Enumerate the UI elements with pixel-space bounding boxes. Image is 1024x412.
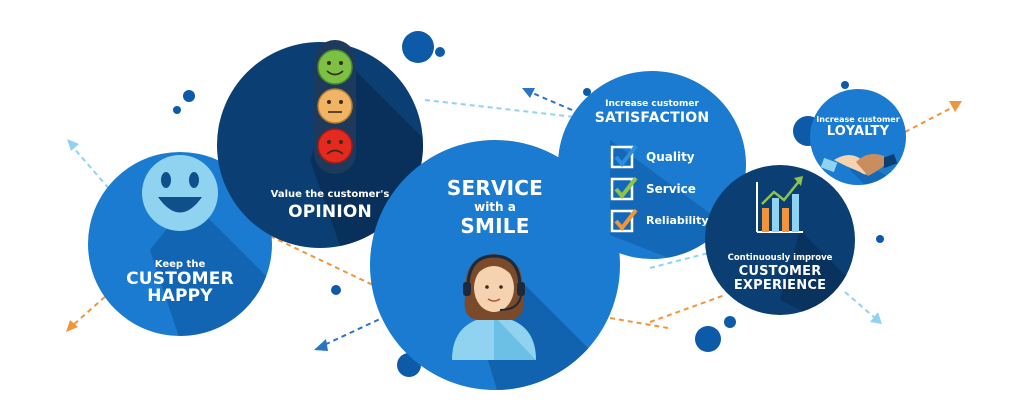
dot xyxy=(841,81,849,89)
arrow-lightblue-right xyxy=(844,291,876,319)
bar-chart-growth-icon xyxy=(756,176,803,233)
checklist-item-service: Service xyxy=(646,182,696,196)
smile-line1: SERVICE xyxy=(446,176,544,200)
checkbox-icon xyxy=(610,144,638,169)
satisfaction-line2: SATISFACTION xyxy=(594,110,710,127)
dot xyxy=(173,106,181,114)
loyalty-line1: Increase customer xyxy=(816,115,900,124)
bubble-shadow xyxy=(150,200,272,336)
dot xyxy=(402,31,434,63)
sad-rating-face-icon xyxy=(317,128,353,164)
smile-line2: with a xyxy=(474,200,516,214)
smiley-face-icon xyxy=(142,155,218,231)
bubble-customer-loyalty xyxy=(810,89,906,185)
arrow-orange-right xyxy=(904,105,956,133)
happy-line3: HAPPY xyxy=(147,286,213,307)
label-customer-happy: Keep the CUSTOMER HAPPY xyxy=(120,259,240,307)
checkbox-icon xyxy=(610,208,638,233)
support-agent-headset-icon xyxy=(452,254,536,360)
handshake-icon xyxy=(820,153,898,176)
arrow-orange-center xyxy=(269,235,376,287)
opinion-line2: OPINION xyxy=(288,201,372,222)
arrow-lightblue-top xyxy=(424,99,576,118)
label-customer-loyalty: Increase customer LOYALTY xyxy=(815,115,901,140)
checklist-item-quality: Quality xyxy=(646,150,695,164)
arrowhead-orange-right xyxy=(949,101,962,112)
happy-line1: Keep the xyxy=(154,259,206,270)
arrow-lightblue-mid xyxy=(649,249,721,269)
arrowhead-orange-left xyxy=(66,320,78,332)
experience-line1: Continuously improve xyxy=(727,253,833,263)
arrow-blue-top xyxy=(529,91,573,111)
label-service-smile: SERVICE with a SMILE xyxy=(430,178,560,237)
arrow-heads xyxy=(66,88,962,351)
happy-line2: CUSTOMER xyxy=(126,268,234,289)
arrowhead-blue-top xyxy=(522,88,535,98)
smile-line3: SMILE xyxy=(460,213,530,238)
satisfaction-line1: Increase customer xyxy=(605,99,699,109)
bubble-customer-experience xyxy=(705,165,855,315)
checklist-icon xyxy=(610,144,638,233)
experience-line3: EXPERIENCE xyxy=(733,277,827,293)
connector-arrows xyxy=(71,91,956,347)
neutral-rating-face-icon xyxy=(317,88,353,124)
arrowhead-lightblue-left xyxy=(67,139,79,151)
dot xyxy=(331,285,341,295)
dot xyxy=(724,316,736,328)
rating-faces-icon xyxy=(314,40,356,174)
arrow-orange-mid xyxy=(649,294,726,323)
arrowhead-lightblue-right xyxy=(870,312,882,324)
dot xyxy=(695,326,721,352)
arrow-orange-bottom xyxy=(609,317,669,329)
bubble-customer-happy xyxy=(88,152,272,336)
dot xyxy=(183,90,195,102)
dot xyxy=(435,47,445,57)
label-customer-satisfaction: Increase customer SATISFACTION xyxy=(587,99,717,127)
arrowhead-blue-bottom-left xyxy=(314,339,328,351)
loyalty-line2: LOYALTY xyxy=(826,124,890,140)
happy-rating-face-icon xyxy=(317,49,353,85)
dot xyxy=(876,235,884,243)
label-customer-opinion: Value the customer's OPINION xyxy=(255,189,405,222)
opinion-line1: Value the customer's xyxy=(270,189,390,200)
dot xyxy=(583,88,591,96)
experience-line2: CUSTOMER xyxy=(738,263,822,279)
checklist-item-reliability: Reliability xyxy=(646,214,709,227)
checkbox-icon xyxy=(610,176,638,201)
label-customer-experience: Continuously improve CUSTOMER EXPERIENCE xyxy=(725,254,835,292)
